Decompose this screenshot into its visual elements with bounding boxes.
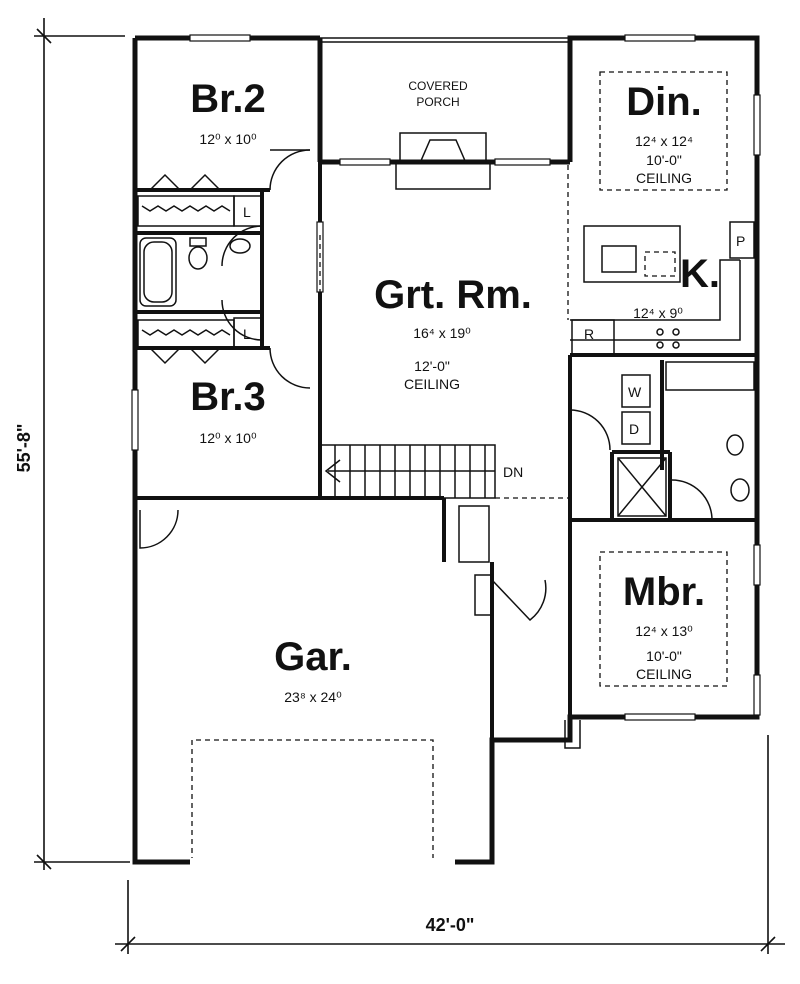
linen-closet-label-2: L — [243, 326, 251, 342]
room-name-br2: Br.2 — [190, 77, 266, 121]
room-dims-kitchen: 12⁴ x 9⁰ — [633, 305, 683, 321]
master-bath-fixtures — [726, 434, 750, 502]
dashed-divisions — [191, 71, 728, 862]
room-name-great-room: Grt. Rm. — [374, 273, 532, 317]
room-dims-mbr: 12⁴ x 13⁰ — [635, 623, 693, 639]
mbr-ceiling-height: 10'-0" — [646, 648, 682, 664]
stairs-label: DN — [503, 464, 523, 480]
hall-bath-fixtures — [139, 237, 251, 307]
width-dimension-label: 42'-0" — [426, 915, 475, 935]
depth-dimension-label: 55'-8" — [14, 424, 34, 473]
doors — [139, 149, 713, 622]
room-dims-din: 12⁴ x 12⁴ — [635, 133, 693, 149]
grt-ceiling-label: CEILING — [404, 376, 460, 392]
room-name-mbr: Mbr. — [623, 570, 705, 614]
washer-label: W — [628, 384, 642, 400]
room-name-kitchen: K. — [680, 252, 720, 296]
grt-ceiling-height: 12'-0" — [414, 358, 450, 374]
mbr-ceiling-label: CEILING — [636, 666, 692, 682]
room-name-garage: Gar. — [274, 635, 352, 679]
room-dims-great-room: 16⁴ x 19⁰ — [413, 325, 471, 341]
pantry-label: P — [736, 233, 745, 249]
room-dims-br2: 12⁰ x 10⁰ — [199, 131, 257, 147]
din-ceiling-height: 10'-0" — [646, 152, 682, 168]
refrigerator-label: R — [584, 326, 594, 342]
porch-label-line1: COVERED — [408, 79, 468, 93]
dimension-lines — [34, 18, 785, 954]
fireplace — [395, 132, 491, 190]
porch-label-line2: PORCH — [416, 95, 459, 109]
room-dims-br3: 12⁰ x 10⁰ — [199, 430, 257, 446]
room-name-br3: Br.3 — [190, 375, 266, 419]
closets — [137, 173, 755, 563]
windows — [131, 34, 761, 721]
dryer-label: D — [629, 421, 639, 437]
room-name-din: Din. — [626, 80, 702, 124]
stairs — [319, 444, 496, 499]
kitchen-counters — [570, 225, 741, 349]
din-ceiling-label: CEILING — [636, 170, 692, 186]
room-dims-garage: 23⁸ x 24⁰ — [284, 689, 342, 705]
linen-closet-label: L — [243, 204, 251, 220]
